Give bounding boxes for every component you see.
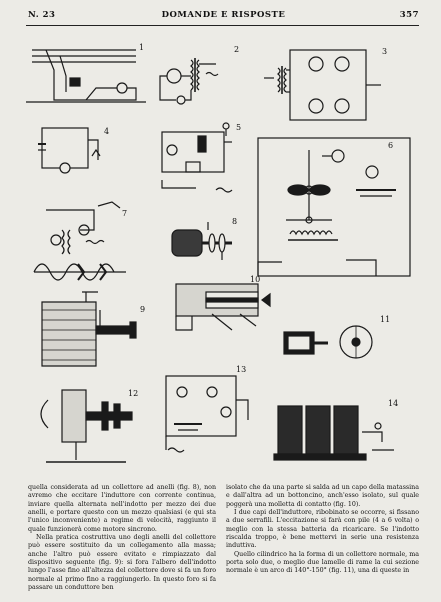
figure-4: [38, 127, 101, 174]
figure-5: [161, 122, 233, 193]
figure-label: 2: [234, 45, 239, 54]
figure-label: 1: [139, 43, 144, 52]
figure-label: 8: [232, 217, 237, 226]
figure-3: [264, 49, 381, 121]
figure-label: 4: [104, 127, 109, 136]
figure-label: 3: [382, 47, 387, 56]
page-number: 357: [399, 10, 419, 20]
figure-12: [40, 389, 133, 463]
figure-label: 7: [122, 209, 127, 218]
figure-label: 5: [236, 123, 241, 132]
figure-1: [26, 49, 146, 103]
paragraph: Nella pratica costruttiva uno degli anel…: [28, 534, 216, 592]
figure-11: [283, 325, 373, 359]
figure-plate: 1 2 3 4 5 6 7 8 9 10 11 12 13 14: [26, 30, 419, 478]
figure-label: 6: [388, 141, 393, 150]
text-column-left: quella considerata ad un collettore ad a…: [28, 484, 216, 592]
figure-label: 11: [380, 315, 390, 324]
figure-plate-drawing: 1 2 3 4 5 6 7 8 9 10 11 12 13 14: [26, 43, 411, 463]
figure-13: [165, 375, 249, 453]
paragraph: quella considerata ad un collettore ad a…: [28, 484, 216, 533]
running-header: N. 23 DOMANDE E RISPOSTE 357: [28, 10, 419, 24]
figure-label: 14: [388, 399, 398, 408]
figure-labels: 1 2 3 4 5 6 7 8 9 10 11 12 13 14: [104, 43, 398, 408]
paragraph: isolato che da una parte si salda ad un …: [226, 484, 419, 508]
paragraph: I due capi dell'induttore, ribobinato se…: [226, 509, 419, 550]
header-rule: [26, 25, 419, 26]
figure-14: [273, 405, 394, 461]
figure-2: [159, 58, 219, 105]
figure-6: [257, 137, 411, 277]
figure-9: [41, 291, 137, 367]
paragraph: Quello cilindrico ha la forma di un coll…: [226, 550, 419, 575]
figure-label: 10: [250, 275, 260, 284]
text-column-right: isolato che da una parte si salda ad un …: [226, 484, 419, 576]
figure-8: [171, 222, 232, 260]
figure-label: 12: [128, 389, 138, 398]
figure-label: 9: [140, 305, 145, 314]
figure-7: [33, 201, 126, 281]
figure-label: 13: [236, 365, 246, 374]
journal-title: DOMANDE E RISPOSTE: [161, 10, 286, 20]
figure-10: [175, 283, 271, 331]
issue-number: N. 23: [28, 10, 56, 20]
